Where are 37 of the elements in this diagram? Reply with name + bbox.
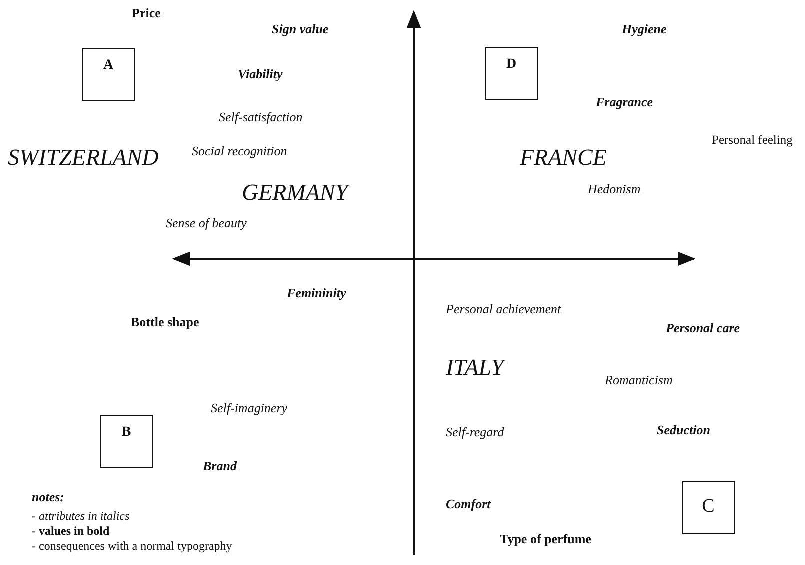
attribute-label: Seduction	[657, 424, 710, 438]
attribute-label: Hedonism	[588, 182, 641, 198]
attribute-label: Self-satisfaction	[219, 110, 303, 126]
quadrant-box	[82, 48, 135, 101]
attribute-label: Femininity	[287, 286, 346, 302]
quadrant-letter: B	[120, 425, 132, 441]
attribute-label: Bottle shape	[131, 316, 200, 330]
quadrant-letter: D	[505, 57, 518, 73]
attribute-label: Personal care	[666, 322, 740, 336]
quadrant-box	[100, 415, 153, 468]
country-label: SWITZERLAND	[8, 144, 159, 172]
attribute-label: Romanticism	[605, 374, 673, 388]
attribute-label: Personal achievement	[446, 302, 562, 318]
attribute-label: Self-regard	[446, 426, 504, 440]
note-line: - consequences with a normal typography	[32, 540, 232, 554]
quadrant-box	[682, 481, 735, 534]
attribute-label: Comfort	[446, 498, 491, 512]
country-label: FRANCE	[520, 144, 607, 172]
attribute-label: Fragrance	[596, 96, 654, 110]
quadrant-letter: A	[102, 58, 115, 74]
attribute-label: Personal feeling	[712, 132, 793, 148]
attribute-label: notes:	[32, 490, 64, 506]
quadrant-letter: C	[701, 496, 716, 518]
attribute-label: Sense of beauty	[166, 216, 247, 232]
attribute-label: Hygiene	[622, 22, 667, 38]
country-label: GERMANY	[242, 180, 348, 206]
attribute-label: Price	[132, 6, 161, 22]
attribute-label: Type of perfume	[500, 532, 592, 548]
attribute-label: Brand	[203, 460, 237, 474]
attribute-label: Self-imaginery	[211, 402, 288, 416]
note-line: - values in bold	[32, 525, 110, 539]
attribute-label: Social recognition	[192, 144, 288, 160]
quadrant-box	[485, 47, 538, 100]
attribute-label: Viability	[238, 68, 283, 82]
attribute-label: Sign value	[272, 22, 329, 38]
note-line: - attributes in italics	[32, 510, 130, 524]
country-label: ITALY	[446, 354, 504, 382]
